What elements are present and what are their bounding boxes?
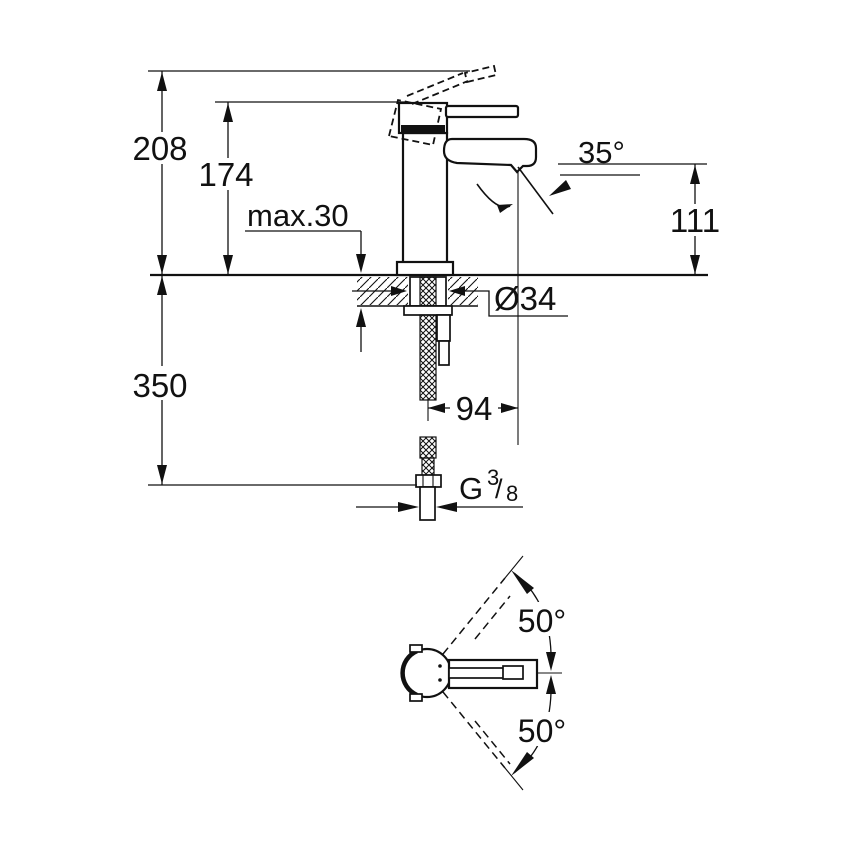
under-deck-assembly [357,276,478,521]
hose-thread-tail [419,486,436,521]
spout [442,137,538,174]
body-notch-top [409,644,423,653]
faucet-body-thick-arc [400,648,419,698]
thread-letter: G [459,471,483,506]
lever-swivel-up-ext [504,555,524,579]
thread-denominator: 8 [506,481,518,506]
faucet-column [401,131,449,265]
lever-swivel-down-ext [504,767,524,791]
label-deck-thickness: max.30 [247,198,349,233]
thread-slash: / [495,474,503,504]
mounting-stud-tip [438,340,450,366]
label-shank-diameter: Ø34 [494,280,556,317]
lever-swivel-up-edge [474,595,511,640]
handle-head-band [401,125,445,133]
label-spout-outlet-height: 111 [670,202,720,239]
hose-nut [415,474,442,488]
label-swivel-lower: 50° [518,713,566,749]
lever-swivel-down-dashed [442,691,506,769]
handle-raised-outline [387,98,443,147]
body-notch-bottom [409,693,423,702]
faucet-body [387,64,538,277]
water-stream-line [517,166,554,215]
handle-lever [444,104,520,119]
label-swivel-upper: 50° [518,603,566,639]
hose-collar [421,457,435,476]
shank-flange [403,305,453,316]
thread-numerator: 3 [487,465,499,490]
screw-dot [438,664,442,668]
supply-hose-braid [419,314,437,401]
label-spout-angle: 35° [578,135,625,170]
faucet-base [395,260,455,277]
label-handle-height: 174 [198,156,253,193]
label-spout-projection: 94 [456,390,493,427]
handle-lever-slot [448,667,511,679]
screw-dot [438,678,442,682]
handle-raised-tip [463,64,498,84]
label-hose-clearance: 350 [132,367,187,404]
lever-swivel-up-dashed [442,577,506,655]
label-thread-size: G 3 / 8 [459,465,518,506]
side-view: 208 174 350 max.30 35° 111 Ø34 94 G 3 / … [129,64,724,521]
top-view: 50° 50° [400,555,574,791]
dia34-leader [463,290,568,317]
mounting-stud [436,314,451,342]
supply-hose-upper [419,276,437,307]
dimension-labels: 208 174 350 max.30 35° 111 Ø34 94 G 3 / … [129,130,724,506]
handle-lever-tab [502,665,524,680]
flow-direction-arc [476,183,511,208]
handle-raised-lever-edge [406,72,464,97]
label-overall-height: 208 [132,130,187,167]
handle-raised-lever-edge [411,80,469,105]
lever-swivel-down-edge [474,720,511,765]
hose-lower-braid [419,436,437,459]
